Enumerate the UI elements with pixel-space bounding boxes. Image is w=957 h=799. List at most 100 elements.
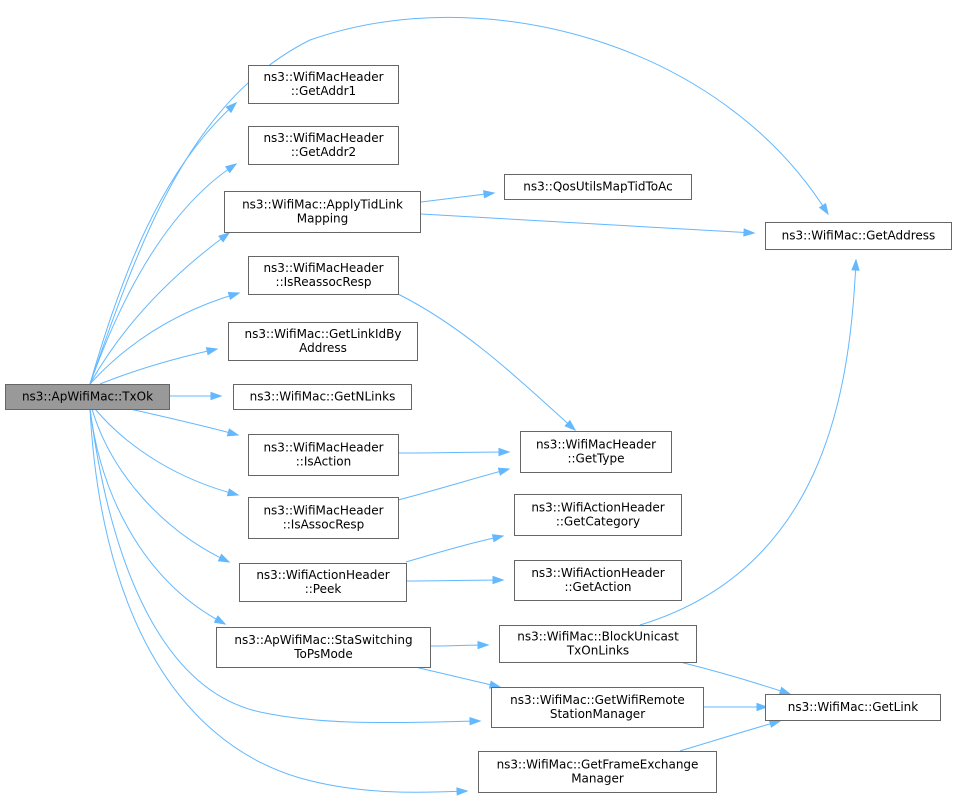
edge-peek-to-getaction [405,575,505,585]
node-label-line: ns3::WifiMac::BlockUnicast [517,630,679,644]
edge-line [89,102,237,385]
node-label-line: ns3::WifiMac::GetLinkIdBy [245,327,402,341]
edge-line [639,259,857,626]
node-box [5,384,170,410]
node-box [499,625,697,663]
node-getaddress[interactable]: ns3::WifiMac::GetAddress [765,222,952,250]
arrowhead-icon [227,291,241,301]
arrowhead-icon [756,702,769,712]
node-box [478,751,717,793]
node-getaddr1[interactable]: ns3::WifiMacHeader::GetAddr1 [248,65,399,104]
edge-line [405,579,504,582]
node-label-line: ns3::WifiActionHeader [531,566,664,580]
arrowhead-icon [778,686,792,695]
edge-line [94,408,239,496]
arrowhead-icon [564,419,577,432]
edge-isreassoc-to-gettype [397,293,577,432]
node-label-line: ns3::ApWifiMac::StaSwitching [234,633,412,647]
arrowhead-icon [205,347,219,356]
node-getremote[interactable]: ns3::WifiMac::GetWifiRemoteStationManage… [491,687,704,728]
edge-line [99,348,218,385]
node-getnlinks[interactable]: ns3::WifiMac::GetNLinks [233,384,412,410]
node-box [491,687,704,728]
node-label-line: ::Peek [305,582,342,596]
node-label-line: ns3::WifiActionHeader [256,568,389,582]
node-label-line: ns3::WifiMac::GetWifiRemote [510,693,685,707]
arrowhead-icon [226,488,240,497]
node-label-line: ns3::WifiMacHeader [263,131,383,145]
node-label-line: ns3::WifiMacHeader [536,438,656,452]
edge-line [405,535,504,563]
node-label-line: ::GetAddr2 [291,145,356,159]
edge-line [89,408,468,793]
node-isassoc[interactable]: ns3::WifiMacHeader::IsAssocResp [248,497,399,539]
node-label-line: TxOnLinks [566,644,629,658]
edge-line [397,468,510,501]
node-label-line: ns3::WifiMac::GetLink [788,700,918,714]
edge-line [420,192,495,203]
nodes-layer: ns3::ApWifiMac::TxOkns3::WifiMacHeader::… [5,65,952,793]
node-gettype[interactable]: ns3::WifiMacHeader::GetType [520,431,672,473]
edge-staswitch-to-blockunicast [429,640,490,650]
node-isaction[interactable]: ns3::WifiMacHeader::IsAction [248,434,399,476]
node-label-line: ::GetCategory [556,515,640,529]
node-label-line: ns3::WifiMacHeader [263,70,383,84]
edge-peek-to-getcategory [405,534,505,563]
node-isreassoc[interactable]: ns3::WifiMacHeader::IsReassocResp [248,256,399,295]
node-label-line: ToPsMode [293,647,353,661]
node-box [228,322,418,361]
edge-line [91,408,230,563]
edge-line [129,408,239,436]
arrowhead-icon [210,391,223,401]
edge-line [89,163,237,385]
arrowhead-icon [213,615,227,625]
node-txok[interactable]: ns3::ApWifiMac::TxOk [5,384,170,410]
edge-line [89,17,829,385]
node-box [248,126,399,165]
edge-txok-to-getremote [89,408,482,726]
edge-txok-to-staswitch [89,408,227,625]
edge-line [89,232,230,385]
node-box [224,191,421,233]
node-label-line: ns3::WifiMacHeader [263,504,383,518]
node-label-line: Address [299,341,347,355]
node-getcategory[interactable]: ns3::WifiActionHeader::GetCategory [514,494,682,536]
edge-txok-to-isaction [129,408,240,437]
arrowhead-icon [492,575,505,585]
node-label-line: ns3::WifiMac::GetAddress [782,229,936,243]
node-label-line: ns3::WifiMac::ApplyTidLink [242,198,403,212]
arrowhead-icon [224,163,238,174]
node-box [216,627,431,668]
arrowhead-icon [851,258,860,271]
edge-txok-to-isreassoc [89,291,241,385]
node-box [239,563,407,602]
arrowhead-icon [469,717,482,726]
arrowhead-icon [497,467,511,476]
node-getlink[interactable]: ns3::WifiMac::GetLink [765,694,941,721]
node-qosmap[interactable]: ns3::QosUtilsMapTidToAc [504,174,692,200]
edge-isassoc-to-gettype [397,467,511,501]
arrowhead-icon [217,553,231,563]
node-getaddr2[interactable]: ns3::WifiMacHeader::GetAddr2 [248,126,399,165]
node-box [504,174,692,200]
node-peek[interactable]: ns3::WifiActionHeader::Peek [239,563,407,602]
node-label-line: ns3::QosUtilsMapTidToAc [523,180,673,194]
edge-line [414,666,501,688]
node-label-line: ns3::WifiMac::GetNLinks [250,390,396,404]
node-label-line: Manager [571,772,624,786]
node-getaction[interactable]: ns3::WifiActionHeader::GetAction [514,560,682,601]
edge-line [397,451,510,454]
edge-txok-to-getaddr2 [89,163,238,385]
node-label-line: ::IsReassocResp [276,275,372,289]
node-label-line: ::IsAssocResp [283,518,365,532]
node-box [248,65,399,104]
arrowhead-icon [226,428,240,437]
node-label-line: ::GetAddr1 [291,84,356,98]
node-box [248,497,399,539]
